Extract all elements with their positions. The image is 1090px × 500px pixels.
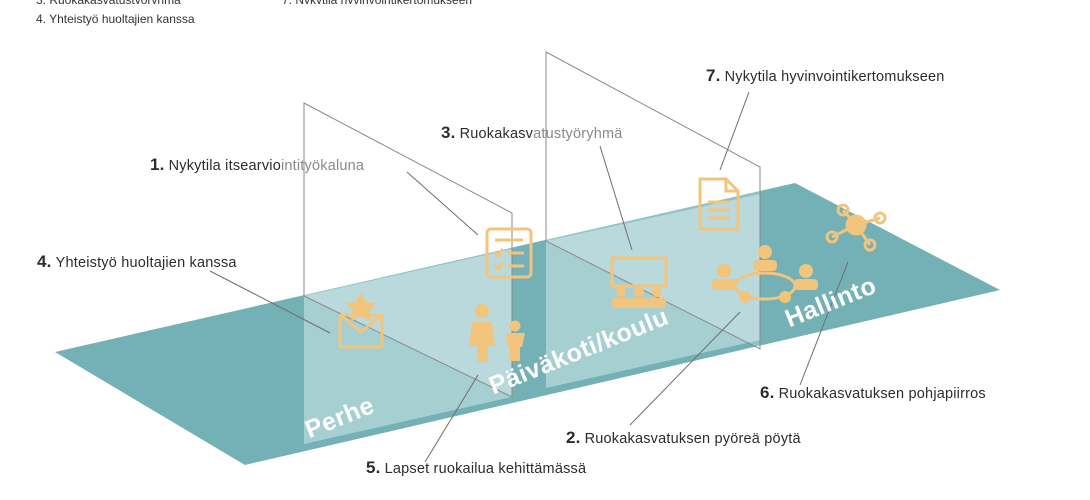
top-fragment-a: 3. Ruokakasvatustyöryhmä xyxy=(36,0,181,4)
network-icon xyxy=(825,203,887,252)
callout-4-text: Yhteistyö huoltajien kanssa xyxy=(55,255,237,271)
presentation-group-icon xyxy=(610,256,668,308)
callout-4-number: 4. xyxy=(37,252,52,271)
callout-2-number: 2. xyxy=(566,428,581,447)
callout-3-text-light: atustyöryhmä xyxy=(533,126,623,142)
callout-6: 6.Ruokakasvatuksen pohjapiirros xyxy=(760,383,986,403)
callout-4: 4.Yhteistyö huoltajien kanssa xyxy=(37,252,237,272)
leader-lines xyxy=(209,91,849,463)
callout-7: 7.Nykytila hyvinvointikertomukseen xyxy=(706,66,945,86)
callout-1-number: 1. xyxy=(150,155,165,174)
checklist-icon xyxy=(485,227,533,279)
callout-5-text: Lapset ruokailua kehittämässä xyxy=(384,461,587,477)
glass-panel-left xyxy=(303,102,513,398)
callout-3-number: 3. xyxy=(441,123,456,142)
glass-panel-right xyxy=(545,51,761,350)
callout-1-text-light: intityökaluna xyxy=(280,158,365,174)
callout-1-text: Nykytila itsearvio xyxy=(168,158,281,174)
callout-3-text: Ruokakasv xyxy=(459,126,534,142)
callout-5-number: 5. xyxy=(366,458,381,477)
callout-7-text: Nykytila hyvinvointikertomukseen xyxy=(724,69,945,85)
callout-6-number: 6. xyxy=(760,383,775,402)
document-icon xyxy=(698,177,740,231)
top-fragment-b: 7. Nykytila hyvinvointikertomukseen xyxy=(282,0,472,4)
top-fragment-c: 4. Yhteistyö huoltajien kanssa xyxy=(36,12,195,26)
callout-1: 1.Nykytila itsearviointityökaluna xyxy=(150,155,364,175)
callout-6-text: Ruokakasvatuksen pohjapiirros xyxy=(778,386,986,402)
callout-7-number: 7. xyxy=(706,66,721,85)
callout-5: 5.Lapset ruokailua kehittämässä xyxy=(366,458,586,478)
callout-2-text: Ruokakasvatuksen pyöreä pöytä xyxy=(584,431,801,447)
parent-child-icon xyxy=(469,304,525,362)
round-table-icon xyxy=(712,245,818,303)
envelope-star-icon xyxy=(338,292,384,349)
callout-3: 3.Ruokakasvatustyöryhmä xyxy=(441,123,623,143)
callout-2: 2.Ruokakasvatuksen pyöreä pöytä xyxy=(566,428,801,448)
